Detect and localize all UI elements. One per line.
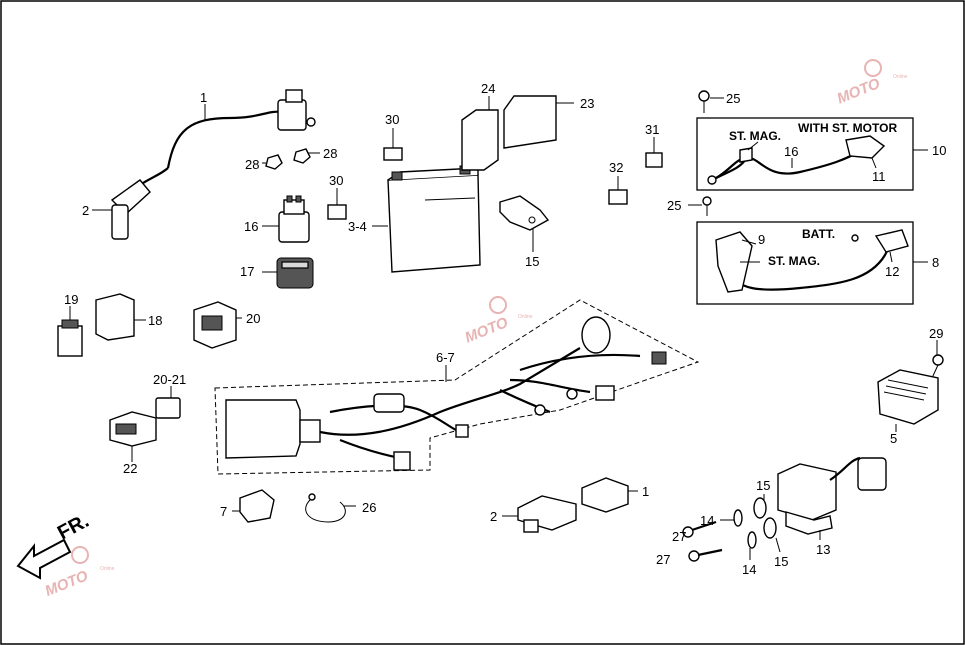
callout-8: 8 [932, 255, 939, 270]
svg-text:Online: Online [893, 74, 908, 80]
svg-text:MOTO: MOTO [463, 314, 511, 347]
grommet-15-drawing [753, 494, 781, 553]
callout-5: 5 [890, 431, 897, 446]
spark-plug-cap-drawing [92, 167, 169, 240]
battery-drawing [372, 165, 481, 273]
kit-10-box [696, 117, 928, 191]
callout-25-mid: 25 [667, 198, 681, 213]
callout-3-4: 3-4 [348, 219, 367, 234]
callout-16: 16 [244, 219, 258, 234]
callout-23: 23 [580, 96, 594, 111]
relay-20-21-drawing [155, 386, 181, 419]
callout-2-top: 2 [82, 203, 89, 218]
relay-20-drawing [193, 301, 242, 349]
callout-24: 24 [481, 81, 495, 96]
bracket-15a-drawing [499, 195, 550, 252]
callout-19: 19 [64, 292, 78, 307]
harness-6-7-drawing [225, 316, 667, 471]
bolt-25-top-drawing [698, 90, 724, 113]
callout-14-a: 14 [700, 513, 714, 528]
fuse-box-19-drawing [57, 306, 83, 357]
note-with-st-motor: WITH ST. MOTOR [798, 121, 897, 135]
note-st-mag-top: ST. MAG. [729, 129, 781, 143]
callout-12: 12 [885, 264, 899, 279]
callout-30-top: 30 [385, 112, 399, 127]
fuse-31-drawing [645, 137, 663, 168]
front-direction-label: FR. [54, 510, 93, 545]
holder-22-drawing [109, 411, 157, 462]
callout-22: 22 [123, 461, 137, 476]
watermark-center: MOTO Online [463, 296, 533, 347]
svg-text:MOTO: MOTO [43, 567, 91, 600]
harness-6-7-outline [214, 299, 700, 475]
note-labels: ST. MAG. WITH ST. MOTOR BATT. ST. MAG. [729, 121, 897, 268]
rectifier-13-drawing [777, 456, 887, 540]
callout-labels: 1 2 28 28 16 17 30 30 3-4 24 23 15 31 32… [64, 81, 946, 577]
svg-text:Online: Online [518, 314, 533, 320]
callout-1-top: 1 [200, 90, 207, 105]
callout-1-bottom: 1 [642, 484, 649, 499]
callout-30-mid: 30 [329, 173, 343, 188]
fuse-30-mid-drawing [327, 188, 347, 220]
callout-27-a: 27 [672, 529, 686, 544]
callout-18: 18 [148, 313, 162, 328]
callout-28-right: 28 [323, 146, 337, 161]
cover-24-drawing [461, 96, 499, 171]
kit-8-box [696, 221, 928, 305]
callout-28-left: 28 [245, 157, 259, 172]
relay-18-drawing [95, 293, 146, 341]
connector-7-drawing [232, 489, 275, 523]
cdi-bracket-2-drawing [502, 495, 577, 533]
fuse-32-drawing [608, 176, 628, 205]
watermark-top-right: MOTO Online [835, 59, 908, 108]
rubber-17-drawing [262, 257, 314, 289]
cdi-23-drawing [503, 95, 574, 149]
callout-15-bottom: 15 [774, 554, 788, 569]
svg-text:MOTO: MOTO [835, 75, 883, 108]
relay-16-drawing [262, 195, 310, 243]
regulator-5-drawing [877, 369, 939, 432]
callout-9: 9 [758, 232, 765, 247]
callout-20-21: 20-21 [153, 372, 186, 387]
washer-14-b-drawing [747, 531, 757, 560]
ignition-coil-drawing [166, 89, 316, 169]
callout-31: 31 [645, 122, 659, 137]
callout-2-bottom: 2 [490, 509, 497, 524]
note-st-mag-bottom: ST. MAG. [768, 254, 820, 268]
callout-15-top: 15 [756, 478, 770, 493]
svg-text:Online: Online [100, 566, 115, 572]
callout-32: 32 [609, 160, 623, 175]
bolt-29-drawing [931, 340, 944, 379]
bolt-27-b-drawing [688, 548, 723, 562]
callout-20: 20 [246, 311, 260, 326]
callout-14-b: 14 [742, 562, 756, 577]
callout-10: 10 [932, 143, 946, 158]
callout-29: 29 [929, 326, 943, 341]
fuse-30-top-drawing [383, 128, 403, 161]
callout-27-b: 27 [656, 552, 670, 567]
bolt-27-a-drawing [682, 520, 717, 538]
washer-14-a-drawing [720, 509, 743, 527]
clip-26-drawing [305, 493, 356, 523]
nut-28-drawing [262, 148, 320, 170]
callout-16-cable: 16 [784, 144, 798, 159]
callout-17: 17 [240, 264, 254, 279]
bolt-25-mid-drawing [688, 196, 712, 216]
cover-1-drawing [581, 477, 638, 513]
callout-15-bracket: 15 [525, 254, 539, 269]
callout-25-top: 25 [726, 91, 740, 106]
note-batt: BATT. [802, 227, 835, 241]
callout-13: 13 [816, 542, 830, 557]
callout-6-7: 6-7 [436, 350, 455, 365]
callout-7: 7 [220, 504, 227, 519]
callout-26: 26 [362, 500, 376, 515]
callout-11: 11 [872, 169, 886, 184]
